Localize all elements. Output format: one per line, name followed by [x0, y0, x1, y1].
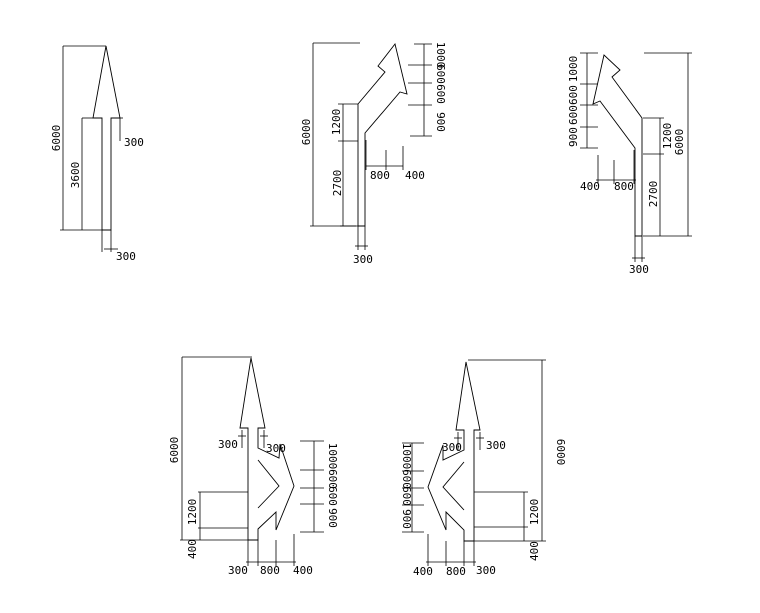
dimension-lines — [180, 356, 324, 566]
dim-label: 2700 — [331, 170, 344, 197]
branch-inner-edge — [257, 459, 280, 509]
dim-label: 300 — [116, 250, 136, 263]
dim-label: 300 — [442, 441, 462, 454]
dim-label: 900 — [434, 112, 447, 132]
dimension-lines — [580, 52, 692, 262]
drawing-straight-right-arrow: 6000 1200 2700 1000 600 600 900 800 400 … — [300, 42, 447, 266]
dim-label: 1200 — [330, 109, 343, 136]
dim-label: 6000 — [673, 129, 686, 156]
dim-label: 300 — [124, 136, 144, 149]
drawing-straight-with-right-branch-arrow: 6000 300 300 1000 600 600 900 1200 400 3… — [168, 356, 339, 577]
drawing-straight-left-arrow: 1000 600 600 900 1200 6000 2700 400 800 … — [567, 52, 692, 276]
dim-label: 3600 — [69, 162, 82, 189]
dim-label: 400 — [405, 169, 425, 182]
dim-label: 800 — [370, 169, 390, 182]
dim-label: 1000 — [434, 42, 447, 69]
dim-label: 900 — [326, 508, 339, 528]
dim-label: 600 — [567, 85, 580, 105]
dim-label: 300 — [476, 564, 496, 577]
arrow-outline — [239, 357, 295, 541]
dim-label: 900 — [567, 127, 580, 147]
dim-label: 1200 — [661, 123, 674, 150]
dim-label: 400 — [186, 539, 199, 559]
dim-label: 6000 — [50, 125, 63, 152]
dim-label: 600 — [326, 486, 339, 506]
dim-label: 600 — [567, 105, 580, 125]
arrow-outline — [92, 45, 121, 231]
drawing-straight-arrow: 6000 3600 300 300 — [50, 45, 144, 263]
dim-label: 800 — [614, 180, 634, 193]
branch-inner-edge — [442, 461, 465, 511]
dim-label: 400 — [293, 564, 313, 577]
drawing-straight-with-left-branch-arrow: 1000 600 600 900 300 300 6000 1200 400 4… — [400, 359, 567, 578]
dim-label: 400 — [580, 180, 600, 193]
dim-label: 600 — [400, 469, 413, 489]
dimension-lines — [402, 359, 546, 566]
dim-label: 6000 — [554, 439, 567, 466]
dim-label: 6000 — [300, 119, 313, 146]
dim-label: 900 — [400, 509, 413, 529]
arrow-outline — [357, 42, 408, 227]
dim-label: 400 — [528, 541, 541, 561]
dim-label: 300 — [486, 439, 506, 452]
dim-label: 600 — [326, 469, 339, 489]
dim-label: 300 — [266, 442, 286, 455]
dim-label: 600 — [400, 486, 413, 506]
dim-label: 1200 — [186, 499, 199, 526]
dim-label: 1000 — [400, 443, 413, 470]
dim-label: 300 — [629, 263, 649, 276]
dim-label: 2700 — [647, 181, 660, 208]
dimension-lines — [310, 42, 432, 250]
dim-label: 300 — [228, 564, 248, 577]
dimension-lines — [60, 45, 123, 252]
dim-label: 300 — [218, 438, 238, 451]
dim-label: 600 — [434, 84, 447, 104]
dim-label: 400 — [413, 565, 433, 578]
arrow-outline — [427, 361, 481, 542]
dim-label: 600 — [434, 64, 447, 84]
arrow-outline — [592, 54, 643, 237]
dim-label: 6000 — [168, 437, 181, 464]
dim-label: 1000 — [567, 56, 580, 83]
dim-label: 800 — [446, 565, 466, 578]
dim-label: 800 — [260, 564, 280, 577]
dim-label: 300 — [353, 253, 373, 266]
dim-label: 1000 — [326, 443, 339, 470]
dim-label: 1200 — [528, 499, 541, 526]
